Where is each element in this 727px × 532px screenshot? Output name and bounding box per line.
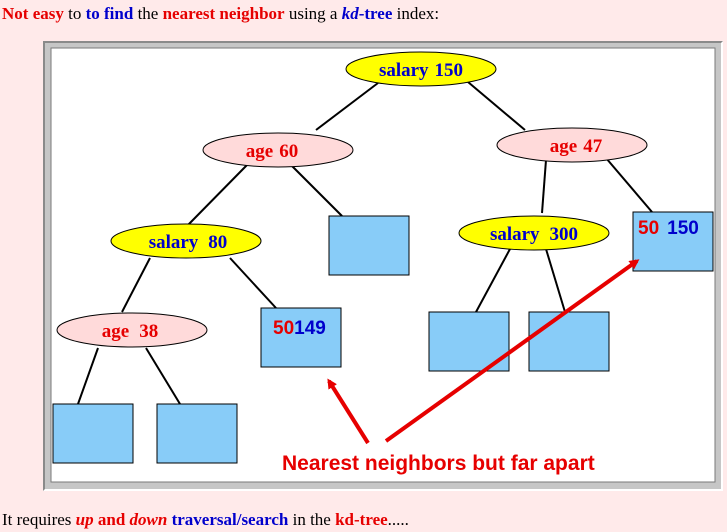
footer-text: It requires up and down traversal/search… — [2, 510, 409, 530]
heading-nearest-neighbor: nearest neighbor — [162, 4, 285, 23]
leaf-box — [52, 403, 134, 464]
heading-to-find: to find — [85, 4, 134, 23]
edge-left-leafbox — [291, 165, 343, 217]
heading-text-index: index: — [392, 4, 440, 23]
diagram-caption: Nearest neighbors but far apart — [282, 452, 595, 475]
heading: Not easy to to find the nearest neighbor… — [2, 4, 439, 24]
footer-and: and — [93, 510, 130, 529]
leaf-box — [528, 311, 610, 372]
leaf-box-b — [632, 211, 714, 272]
edge-right-leafb — [605, 157, 653, 213]
footer-in-the: in the — [288, 510, 336, 529]
heading-kd: kd — [341, 4, 359, 23]
leaf-box-a — [260, 307, 342, 368]
edge-root-left — [315, 82, 379, 131]
edge-ll-leaf2 — [145, 347, 181, 405]
footer-it-requires: It requires — [2, 510, 76, 529]
footer-down: down — [129, 510, 168, 529]
leaf-a-label: 50149 — [273, 318, 326, 339]
arrow-to-leaf-a — [327, 378, 370, 445]
edge-ll-leaf1 — [77, 347, 99, 405]
leaf-box — [156, 403, 238, 464]
footer-dots: ..... — [387, 510, 409, 529]
footer-up: up — [75, 510, 94, 529]
heading-text-the: the — [133, 4, 163, 23]
leaf-box — [328, 215, 410, 276]
heading-text-to: to — [63, 4, 86, 23]
edge-root-right — [467, 81, 526, 131]
heading-tree: -tree — [358, 4, 393, 23]
edge-right-rightleft — [541, 159, 547, 214]
edge-left-leftleft — [187, 164, 248, 226]
footer-kd-tree: kd-tree — [335, 510, 388, 529]
edge-leftleft-leftleftleft — [121, 257, 151, 313]
edge-rightleft-leaf1 — [475, 248, 511, 313]
leaf-boxes — [52, 211, 714, 464]
pointer-arrows — [327, 259, 640, 445]
tree-edges — [77, 81, 653, 405]
heading-not-easy: Not easy — [2, 4, 64, 23]
edge-rightleft-leaf2 — [545, 248, 566, 313]
edge-leftleft-leafa — [229, 257, 277, 309]
heading-text-using: using a — [284, 4, 342, 23]
footer-traversal: traversal/search — [167, 510, 289, 529]
arrow-to-leaf-b — [384, 259, 640, 443]
